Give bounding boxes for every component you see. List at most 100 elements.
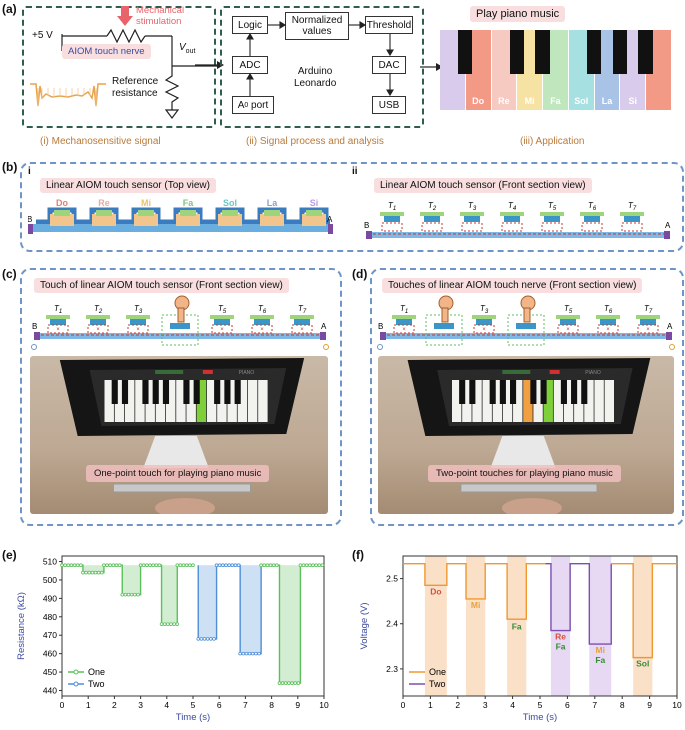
sensor-pad — [424, 216, 440, 222]
t-label: T7 — [298, 304, 307, 315]
t-label: T5 — [218, 304, 227, 315]
x-tick-label: 5 — [191, 700, 196, 710]
legend-label: Two — [88, 679, 105, 689]
data-point — [154, 563, 159, 568]
data-point — [271, 563, 276, 568]
pressed-pad — [516, 323, 536, 329]
end-a-label: A — [321, 322, 327, 331]
t-subscript: 5 — [553, 206, 557, 212]
screen-black-key — [142, 380, 149, 404]
dip-fill — [161, 565, 178, 625]
screen-piano-key — [553, 380, 564, 422]
data-point — [169, 622, 173, 626]
data-point — [247, 651, 252, 656]
screen-black-key — [499, 380, 506, 404]
top-view-pad — [302, 214, 326, 226]
screen-piano-key — [155, 380, 166, 422]
panel-b-box — [20, 162, 684, 252]
t-label: T3 — [468, 201, 477, 212]
t-label: T2 — [94, 304, 103, 315]
t-label: T1 — [54, 304, 62, 315]
data-point — [90, 570, 95, 575]
dip-fill — [198, 565, 217, 639]
screen-black-key — [183, 380, 190, 404]
screen-piano-key — [247, 380, 258, 422]
panel-label-d: (d) — [352, 267, 368, 281]
top-view-note-label: Mi — [141, 198, 151, 208]
sensor-gap — [421, 222, 443, 232]
top-view-electrode — [222, 210, 238, 216]
panel-label-c: (c) — [2, 267, 17, 281]
gap-mark: × — [136, 327, 140, 333]
dip-fill — [279, 565, 301, 684]
sensor-electrode — [636, 315, 660, 319]
piano-photo-c: PIANO — [59, 358, 305, 514]
series-line — [403, 562, 546, 620]
screen-piano-key — [462, 380, 472, 422]
data-point — [301, 563, 306, 568]
t-label: T3 — [134, 304, 143, 315]
panel-d-box — [370, 268, 684, 526]
end-a-label: A — [665, 221, 671, 230]
data-point — [84, 570, 88, 575]
data-point — [250, 651, 255, 656]
top-view-electrode — [306, 210, 322, 216]
data-point — [304, 563, 309, 568]
screen-indicator — [155, 370, 184, 374]
data-point — [259, 563, 263, 568]
data-point — [60, 563, 64, 568]
data-point — [172, 622, 176, 626]
data-point — [100, 570, 104, 575]
top-view-note-label: Do — [56, 198, 68, 208]
t-subscript: 1 — [393, 206, 396, 212]
sensor-gap — [501, 222, 523, 232]
screen-piano-key — [533, 380, 543, 422]
data-point — [136, 592, 140, 597]
top-view-electrode — [138, 210, 154, 216]
t-subscript: 2 — [432, 206, 437, 212]
data-point — [175, 563, 180, 568]
piano-key-label: Mi — [524, 96, 535, 106]
screen-piano-key — [492, 380, 503, 422]
caption-mechanosensitive: (i) Mechanosensitive signal — [40, 136, 161, 147]
processing-arrows — [246, 21, 394, 97]
front-view-base — [382, 333, 670, 339]
screen-black-key — [459, 380, 466, 404]
t-subscript: 5 — [223, 309, 227, 315]
sensor-pad — [384, 216, 400, 222]
arrow-to-application — [420, 63, 443, 71]
data-point — [224, 563, 228, 568]
sensor-pad — [476, 319, 492, 325]
sensor-pad — [294, 319, 310, 325]
end-b-terminal — [377, 344, 383, 350]
data-point — [314, 563, 318, 568]
sensor-electrode — [540, 212, 564, 216]
x-tick-label: 8 — [620, 700, 625, 710]
screen-piano-key — [258, 380, 268, 422]
screen-black-key — [234, 380, 241, 404]
end-b-marker — [366, 231, 372, 239]
end-b-label: B — [364, 221, 369, 230]
front-view-base — [36, 333, 324, 339]
t-subscript: 7 — [633, 206, 637, 212]
sensor-electrode — [392, 315, 416, 319]
hand — [501, 498, 562, 514]
top-view-electrode — [54, 210, 70, 216]
sensor-electrode — [420, 212, 444, 216]
panel-c-photo-caption: One-point touch for playing piano music — [86, 465, 270, 482]
panel-d-title: Touches of linear AIOM touch nerve (Fron… — [382, 278, 643, 293]
data-point — [72, 563, 77, 568]
note-annotation: Mi — [596, 645, 605, 655]
t-label: T4 — [508, 201, 517, 212]
t-label: T6 — [588, 201, 597, 212]
data-point — [287, 681, 291, 685]
data-point — [244, 651, 249, 656]
y-tick-label: 510 — [43, 557, 57, 567]
mechanosensitive-signal-box — [22, 6, 216, 128]
data-point — [114, 563, 119, 568]
data-point — [159, 622, 164, 626]
aiom-nerve-label: AIOM touch nerve — [62, 44, 151, 59]
data-point — [181, 563, 186, 568]
y-tick-label: 450 — [43, 667, 57, 677]
screen-piano-key — [543, 380, 553, 422]
